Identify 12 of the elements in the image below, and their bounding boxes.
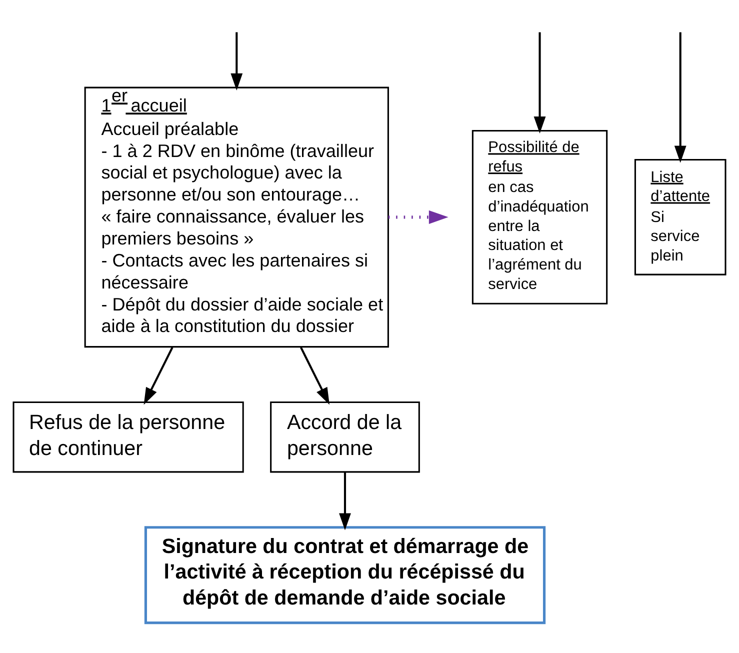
node-box: Possibilité de refus en cas d’inadéquation entre la situation et l’agrément du service (472, 129, 608, 304)
arrow (144, 346, 174, 404)
arrow (339, 472, 351, 530)
node-box: Refus de la personne de continuer (12, 401, 244, 472)
arrow (534, 32, 546, 133)
arrow (230, 32, 243, 90)
arrow (674, 32, 686, 162)
arrow (388, 210, 448, 224)
node-box: Liste d’attente Si service plein (634, 158, 726, 275)
node-box: Accord de la personne (270, 401, 420, 472)
node-box: Signature du contrat et démarrage de l’activité à réception du récépissé du dépôt de demande d’aide sociale (144, 526, 546, 624)
arrow (300, 346, 330, 404)
